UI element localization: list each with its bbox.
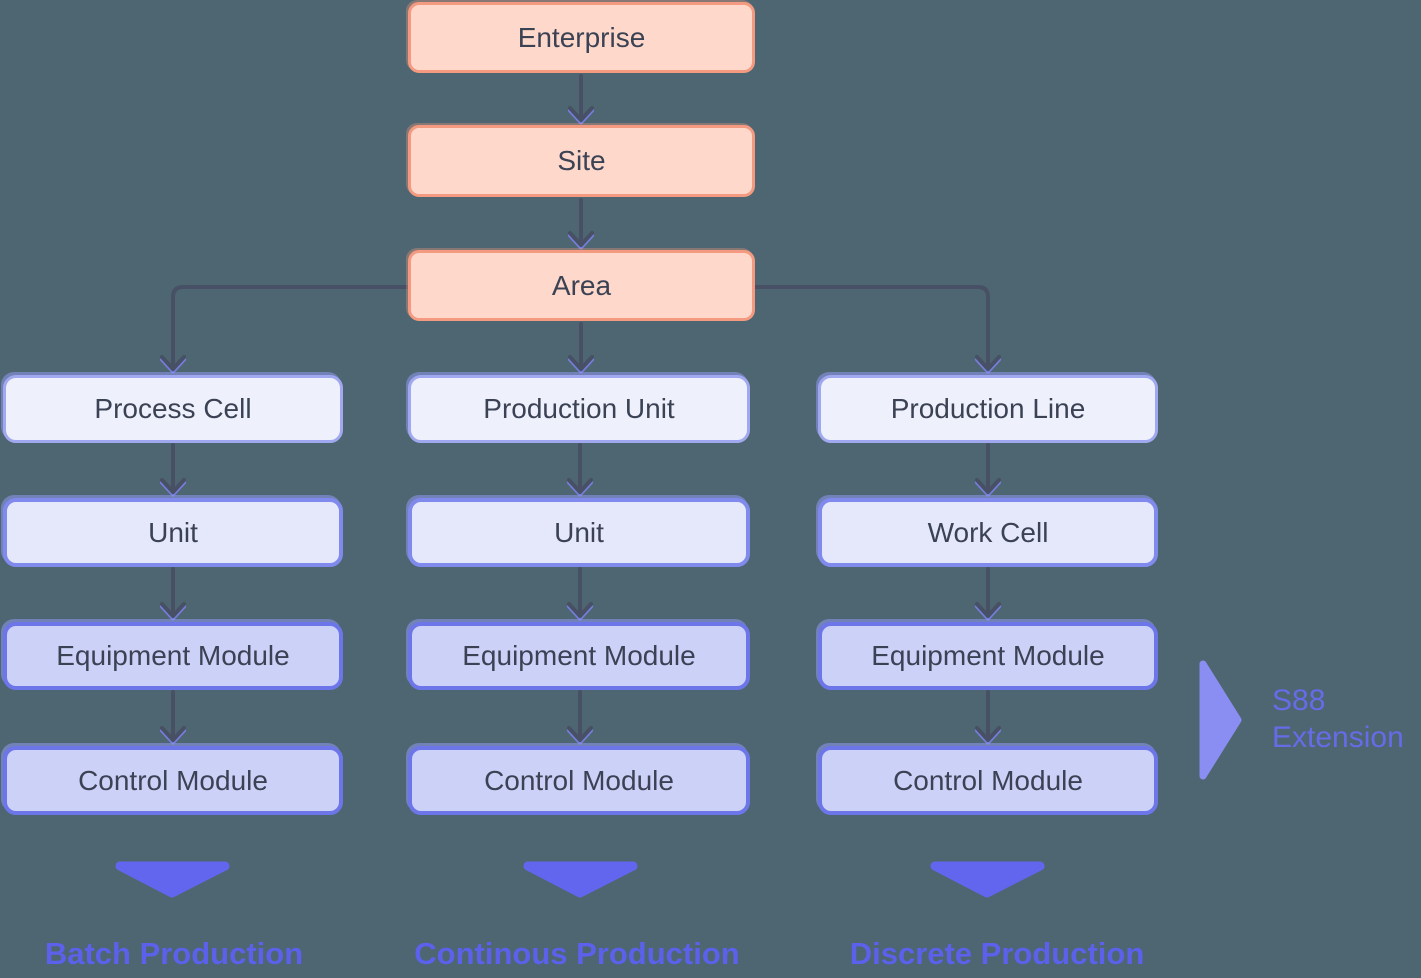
node-process-cell: Process Cell: [3, 375, 343, 443]
production-type-batch: Batch Production: [44, 936, 304, 971]
node-work-cell: Work Cell: [818, 498, 1158, 567]
node-process-cell-label: Process Cell: [94, 393, 252, 424]
triangle-down-icon-continuous: [523, 861, 638, 898]
triangle-down-icon-discrete: [930, 861, 1045, 898]
node-control-module-batch-label: Control Module: [78, 764, 268, 796]
arrow-production-unit-unit: [567, 443, 593, 497]
s88-extension-line2: Extension: [1272, 721, 1404, 754]
arrow-equipment-control-module-right: [975, 690, 1001, 745]
node-enterprise-label: Enterprise: [517, 21, 646, 53]
arrow-site-area: [568, 198, 594, 250]
node-equipment-module-discrete-label: Equipment Module: [871, 640, 1105, 671]
arrow-area-process-cell: [160, 285, 410, 374]
arrow-unit-equipment-module-mid: [567, 567, 593, 621]
node-equipment-module-batch-label: Equipment Module: [56, 640, 290, 671]
node-production-line: Production Line: [818, 375, 1158, 443]
node-equipment-module-discrete: Equipment Module: [818, 622, 1158, 690]
arrow-enterprise-site: [568, 74, 594, 125]
node-production-line-label: Production Line: [890, 393, 1086, 424]
arrow-process-cell-unit: [160, 443, 186, 497]
node-equipment-module-batch: Equipment Module: [3, 622, 343, 690]
node-enterprise: Enterprise: [408, 2, 755, 73]
node-unit-batch: Unit: [3, 498, 343, 567]
node-site: Site: [408, 125, 755, 197]
node-area: Area: [408, 250, 755, 321]
node-control-module-continuous-label: Control Module: [484, 764, 674, 796]
node-site-label: Site: [557, 145, 606, 176]
node-equipment-module-continuous-label: Equipment Module: [462, 640, 696, 671]
node-control-module-continuous: Control Module: [408, 746, 750, 815]
production-type-continuous: Continous Production: [414, 936, 740, 971]
arrow-work-cell-equipment-module: [975, 567, 1001, 621]
s88-extension-line1: S88: [1272, 684, 1326, 717]
triangle-right-icon-s88: [1199, 660, 1242, 780]
node-unit-continuous: Unit: [408, 498, 750, 567]
node-control-module-discrete-label: Control Module: [893, 764, 1083, 796]
arrow-equipment-control-module-mid: [567, 690, 593, 745]
node-production-unit: Production Unit: [408, 375, 750, 443]
node-work-cell-label: Work Cell: [927, 516, 1049, 548]
node-unit-continuous-label: Unit: [554, 516, 604, 548]
node-control-module-batch: Control Module: [3, 746, 343, 815]
production-type-discrete: Discrete Production: [849, 936, 1145, 971]
node-area-label: Area: [551, 269, 612, 301]
node-equipment-module-continuous: Equipment Module: [408, 622, 750, 690]
s88-extension-label: S88 Extension: [1272, 682, 1404, 756]
node-unit-batch-label: Unit: [148, 516, 198, 548]
node-production-unit-label: Production Unit: [483, 393, 675, 424]
arrow-equipment-control-module-left: [160, 690, 186, 745]
node-control-module-discrete: Control Module: [818, 746, 1158, 815]
triangle-down-icon-batch: [115, 861, 230, 898]
arrow-unit-equipment-module-left: [160, 567, 186, 621]
arrow-area-production-line: [753, 285, 1001, 374]
arrow-area-production-unit: [568, 322, 594, 374]
arrow-production-line-work-cell: [975, 443, 1001, 497]
